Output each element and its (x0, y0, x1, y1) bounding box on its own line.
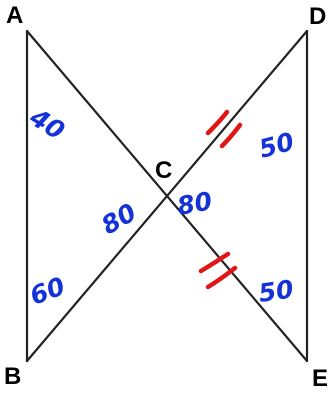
angle-annotation-E: 50 (257, 274, 295, 308)
angle-annotation-B: 60 (26, 271, 69, 310)
angle-annotation-DCE: 80 (175, 186, 214, 221)
vertex-label-B: B (4, 363, 21, 390)
vertex-label-A: A (6, 2, 23, 29)
angle-annotation-D: 50 (256, 127, 297, 164)
segment-BD (25, 29, 309, 363)
angle-annotation-A: 40 (24, 102, 70, 146)
vertex-label-D: D (309, 3, 326, 30)
double-tick-mark-CE (198, 251, 238, 290)
vertex-label-E: E (312, 365, 328, 392)
vertex-label-C: C (155, 157, 172, 184)
double-tick-mark-CD (205, 109, 243, 149)
